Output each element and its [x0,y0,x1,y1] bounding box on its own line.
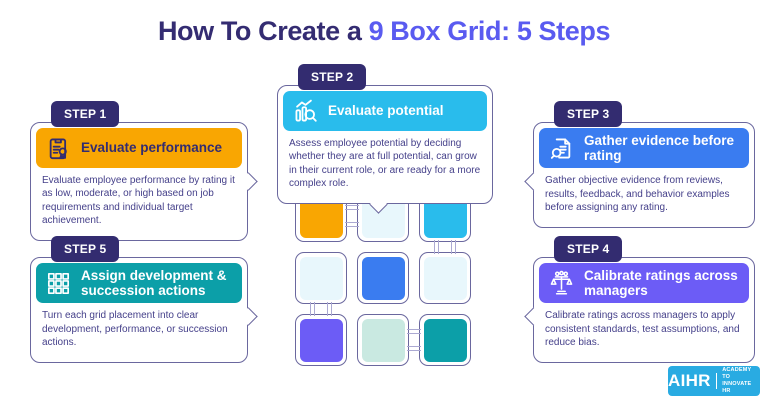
grid-cell-3-2 [357,314,409,366]
step-2-description: Assess employee potential by deciding wh… [289,138,481,189]
step-1-title: Evaluate performance [81,140,223,156]
grid-connector [310,302,315,316]
grid-connector [327,302,332,316]
step-card-2: STEP 2 Evaluate potential Assess employe… [277,64,493,214]
grid-cell-2-2 [357,252,409,304]
grid-connector [451,240,456,254]
step-5-title: Assign development & succession actions [81,268,227,299]
step-5-header: Assign development & succession actions [36,263,242,304]
step-card-4: STEP 4 Calibrate ratings across managers… [523,236,755,364]
step-3-description: Gather objective evidence from reviews, … [545,175,730,213]
aihr-logo: AIHR ACADEMY TO INNOVATE HR [668,366,760,396]
grid-cell-2-1 [295,252,347,304]
step-3-header: Gather evidence before rating [539,128,749,169]
chart-magnifier-icon [291,97,320,126]
step-card-1: STEP 1 Evaluate performance Evaluate emp… [30,101,258,242]
aihr-logo-tagline: ACADEMY TO INNOVATE HR [722,367,760,396]
step-3-bubble: Gather evidence before rating Gather obj… [523,122,755,229]
step-4-bubble: Calibrate ratings across managers Calibr… [523,257,755,364]
document-magnifier-icon [547,134,576,163]
step-3-title: Gather evidence before rating [584,133,735,164]
grid-connector [434,240,439,254]
nine-box-grid-icon [44,269,73,298]
step-card-3: STEP 3 Gather evidence before rating Gat… [523,101,755,229]
step-card-5: STEP 5 Assign development & succession a… [30,236,258,364]
grid-connector [345,205,359,210]
step-5-description: Turn each grid placement into clear deve… [42,310,228,348]
aihr-tagline-line2: INNOVATE HR [722,381,752,395]
page-title-accent: 9 Box Grid: 5 Steps [368,16,611,46]
grid-connector [345,222,359,227]
grid-cell-2-3 [419,252,471,304]
step-2-tab: STEP 2 [298,64,367,90]
grid-cell-3-3 [419,314,471,366]
step-2-header: Evaluate potential [283,91,487,131]
page-title: How To Create a 9 Box Grid: 5 Steps [0,16,768,47]
logo-divider [715,373,718,389]
grid-connector [407,329,421,334]
step-5-tab: STEP 5 [51,236,120,262]
clipboard-award-icon [44,134,73,163]
grid-cell-3-1 [295,314,347,366]
step-5-bubble: Assign development & succession actions … [30,257,258,364]
grid-connector [407,346,421,351]
aihr-logo-name: AIHR [668,371,711,390]
step-1-header: Evaluate performance [36,128,242,168]
step-2-bubble: Evaluate potential Assess employee poten… [277,85,493,214]
step-1-bubble: Evaluate performance Evaluate employee p… [30,122,258,242]
nine-box-grid [295,190,471,366]
step-4-tab: STEP 4 [554,236,623,262]
aihr-tagline-line1: ACADEMY TO [722,366,752,380]
step-2-title: Evaluate potential [328,103,444,119]
step-4-description: Calibrate ratings across managers to app… [545,310,740,348]
balance-scale-people-icon [547,269,576,298]
step-4-title: Calibrate ratings across managers [584,268,738,299]
page-title-prefix: How To Create a [157,16,369,46]
step-4-header: Calibrate ratings across managers [539,263,749,304]
step-1-description: Evaluate employee performance by rating … [42,175,235,226]
step-1-tab: STEP 1 [51,101,120,127]
step-3-tab: STEP 3 [554,101,623,127]
